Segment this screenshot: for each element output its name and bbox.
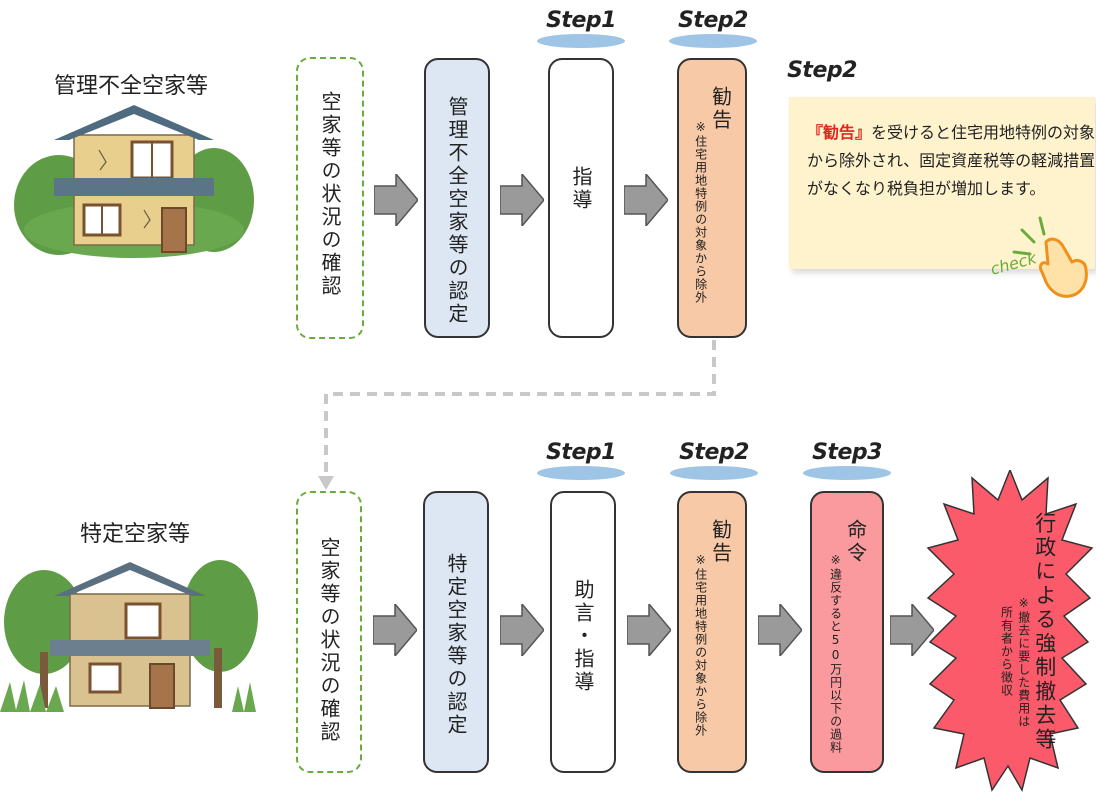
- lower-heading: 特定空家等: [80, 522, 191, 547]
- callout-body: を受けると住宅用地特例の対象から除外され、固定資産税等の軽減措置がなくなり税負担…: [807, 123, 1096, 198]
- lower-recommend-note: ※住宅用地特例の対象から除外: [693, 553, 708, 737]
- upper-confirm-box: 空家等の状況の確認: [296, 57, 364, 339]
- upper-step2-text: Step2: [678, 8, 748, 33]
- lower-step3-badge: Step3: [799, 440, 895, 480]
- lower-arrow-2: [500, 604, 544, 656]
- lower-guidance-box: 助言・指導: [550, 491, 616, 773]
- forced-removal-burst: [926, 470, 1094, 792]
- lower-arrow-3: [627, 604, 671, 656]
- upper-heading: 管理不全空家等: [54, 74, 209, 99]
- lower-recommend-box: 勧告 ※住宅用地特例の対象から除外: [677, 491, 747, 773]
- lower-step1-text: Step1: [546, 440, 616, 465]
- pointing-hand-icon: [1012, 216, 1088, 298]
- lower-recommend-title: 勧告: [708, 519, 733, 565]
- final-note2: 所有者から徴収: [999, 606, 1014, 697]
- dilapidated-house-illustration: [14, 105, 254, 258]
- lower-certify-label: 特定空家等の認定: [444, 553, 468, 737]
- lower-step3-text: Step3: [812, 440, 882, 465]
- final-title: 行政による強制撤去等: [1032, 512, 1057, 752]
- upper-step1-text: Step1: [546, 8, 616, 33]
- dashed-connector: [318, 340, 716, 490]
- upper-arrow-3: [624, 174, 668, 226]
- upper-certify-label: 管理不全空家等の認定: [445, 96, 469, 326]
- upper-recommend-note: ※住宅用地特例の対象から除外: [693, 120, 708, 304]
- lower-order-note: ※違反すると50万円以下の過料: [828, 553, 843, 754]
- lower-step1-badge: Step1: [533, 440, 629, 480]
- lower-confirm-box: 空家等の状況の確認: [296, 491, 362, 773]
- callout-box: 『勧告』を受けると住宅用地特例の対象から除外され、固定資産税等の軽減措置がなくな…: [789, 97, 1095, 269]
- forced-removal-text: 行政による強制撤去等 ※撤去に要した費用は 所有者から徴収: [982, 508, 1072, 778]
- lower-guidance-label: 助言・指導: [571, 579, 595, 694]
- upper-confirm-label: 空家等の状況の確認: [318, 91, 342, 298]
- upper-arrow-2: [500, 174, 544, 226]
- lower-certify-box: 特定空家等の認定: [423, 491, 489, 773]
- upper-recommend-box: 勧告 ※住宅用地特例の対象から除外: [677, 58, 747, 338]
- upper-step1-badge: Step1: [533, 8, 629, 48]
- lower-step2-text: Step2: [679, 440, 749, 465]
- callout-step2-text: Step2: [787, 58, 857, 83]
- final-note1: ※撤去に要した費用は: [1016, 596, 1031, 728]
- abandoned-house-illustration: [0, 560, 258, 712]
- lower-order-box: 命令 ※違反すると50万円以下の過料: [810, 491, 884, 773]
- upper-recommend-title: 勧告: [708, 86, 733, 132]
- upper-guidance-box: 指導: [548, 58, 614, 338]
- callout-step2-badge: Step2: [782, 58, 862, 88]
- upper-step2-badge: Step2: [665, 8, 761, 48]
- lower-order-title: 命令: [843, 519, 868, 565]
- upper-guidance-label: 指導: [569, 166, 593, 212]
- callout-text: 『勧告』を受けると住宅用地特例の対象から除外され、固定資産税等の軽減措置がなくな…: [807, 119, 1096, 203]
- lower-arrow-4: [758, 604, 802, 656]
- callout-highlight: 『勧告』: [807, 123, 872, 142]
- lower-step2-badge: Step2: [666, 440, 762, 480]
- lower-arrow-1: [373, 604, 417, 656]
- upper-arrow-1: [374, 174, 418, 226]
- upper-certify-box: 管理不全空家等の認定: [424, 58, 490, 338]
- lower-confirm-label: 空家等の状況の確認: [317, 537, 341, 744]
- lower-arrow-5: [890, 604, 934, 656]
